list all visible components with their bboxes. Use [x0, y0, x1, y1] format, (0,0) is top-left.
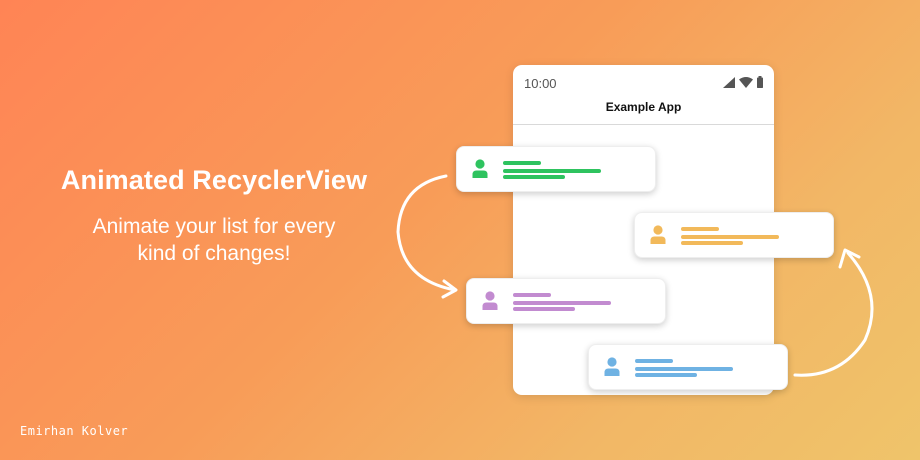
arrowhead-left [441, 279, 458, 299]
list-item-card-green[interactable] [456, 146, 656, 192]
status-icons [723, 76, 763, 88]
arrowhead-right [838, 248, 861, 269]
app-bar-divider [513, 124, 774, 125]
text-line-placeholder [503, 161, 541, 165]
user-avatar-icon [604, 357, 620, 376]
user-avatar-icon [482, 291, 498, 310]
text-line-placeholder [503, 175, 565, 179]
subline-line-1: Animate your list for every [92, 215, 336, 238]
headline: Animated RecyclerView [60, 165, 368, 195]
list-item-card-blue[interactable] [588, 344, 788, 390]
list-item-card-yellow[interactable] [634, 212, 834, 258]
text-line-placeholder [635, 373, 697, 377]
curved-arrow-right [793, 251, 874, 377]
text-line-placeholder [635, 359, 673, 363]
wifi-icon [739, 76, 753, 88]
text-line-placeholder [635, 367, 733, 371]
battery-icon [757, 76, 763, 88]
subline-line-2: kind of changes! [137, 242, 291, 265]
subline: Animate your list for every kind of chan… [0, 213, 428, 267]
user-avatar-icon [472, 159, 488, 178]
signal-icon [723, 76, 735, 88]
text-line-placeholder [681, 227, 719, 231]
status-bar: 10:00 [513, 65, 774, 99]
text-line-placeholder [513, 301, 611, 305]
user-avatar-icon [650, 225, 666, 244]
text-line-placeholder [513, 293, 551, 297]
curved-arrow-left [396, 174, 457, 292]
text-line-placeholder [681, 241, 743, 245]
text-line-placeholder [503, 169, 601, 173]
status-time: 10:00 [524, 76, 557, 91]
text-line-placeholder [513, 307, 575, 311]
list-item-card-purple[interactable] [466, 278, 666, 324]
app-title: Example App [605, 100, 682, 114]
text-line-placeholder [681, 235, 779, 239]
author-credit: Emirhan Kolver [20, 424, 129, 438]
